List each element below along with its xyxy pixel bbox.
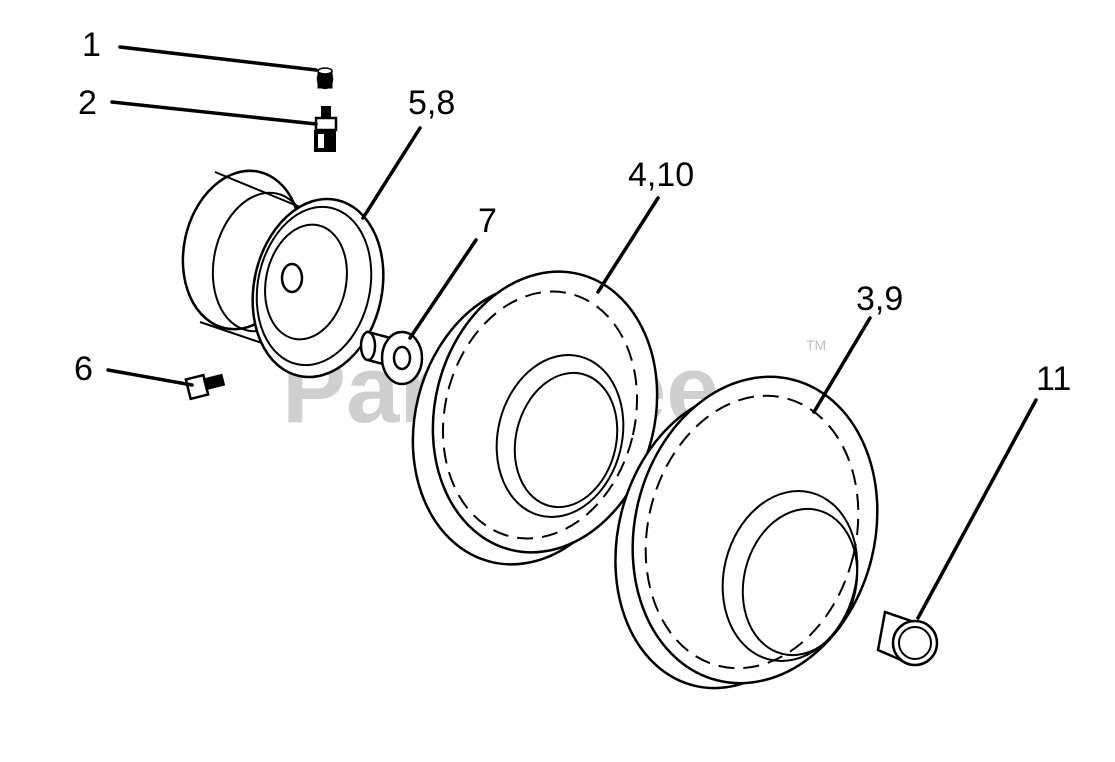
leader-line-39 bbox=[812, 316, 872, 414]
leader-line-7 bbox=[408, 238, 478, 340]
part-axle-cap[interactable] bbox=[876, 610, 939, 667]
leader-line-2 bbox=[110, 100, 318, 126]
callout-4-10[interactable]: 4,10 bbox=[628, 156, 694, 194]
watermark-trademark: TM bbox=[806, 337, 826, 353]
leader-line-410 bbox=[596, 196, 660, 294]
callout-3-9[interactable]: 3,9 bbox=[856, 280, 903, 318]
part-rim-assembly[interactable] bbox=[169, 160, 400, 390]
part-lug-bolt[interactable] bbox=[184, 373, 226, 401]
callout-2[interactable]: 2 bbox=[78, 84, 97, 122]
callout-7[interactable]: 7 bbox=[478, 202, 497, 240]
part-valve-cap[interactable] bbox=[316, 67, 334, 90]
callout-6[interactable]: 6 bbox=[74, 350, 93, 388]
part-bushing[interactable] bbox=[359, 330, 424, 386]
callout-5-8[interactable]: 5,8 bbox=[408, 84, 455, 122]
part-rear-tire[interactable] bbox=[585, 351, 909, 713]
part-valve-stem[interactable] bbox=[314, 106, 338, 152]
callout-11[interactable]: 11 bbox=[1036, 360, 1071, 398]
leader-line-1 bbox=[118, 45, 318, 72]
part-front-tire[interactable] bbox=[384, 248, 686, 589]
leader-line-11 bbox=[916, 398, 1038, 620]
leader-line-58 bbox=[361, 126, 422, 220]
callout-1[interactable]: 1 bbox=[82, 26, 101, 64]
leader-line-6 bbox=[106, 368, 194, 387]
